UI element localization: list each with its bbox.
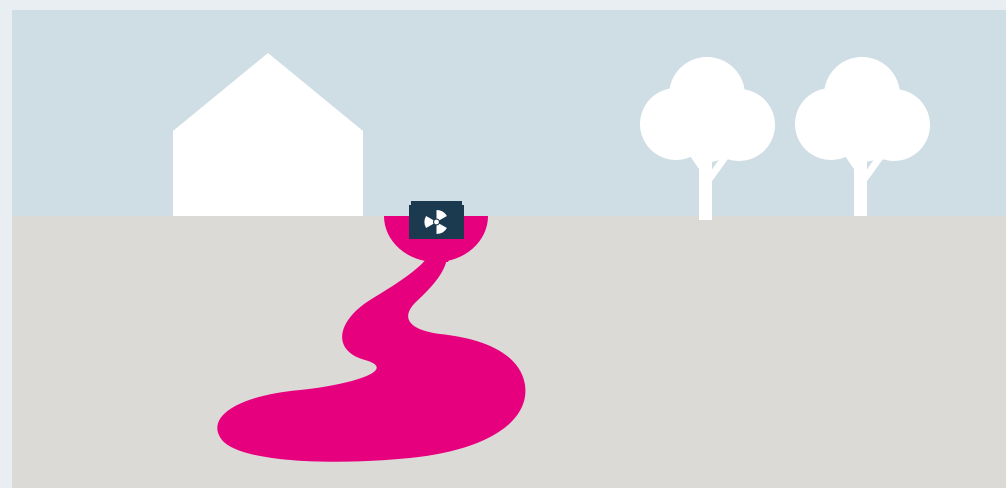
contamination-neck	[420, 250, 454, 262]
radiation-trefoil-icon	[409, 201, 464, 239]
ground	[12, 216, 1006, 488]
